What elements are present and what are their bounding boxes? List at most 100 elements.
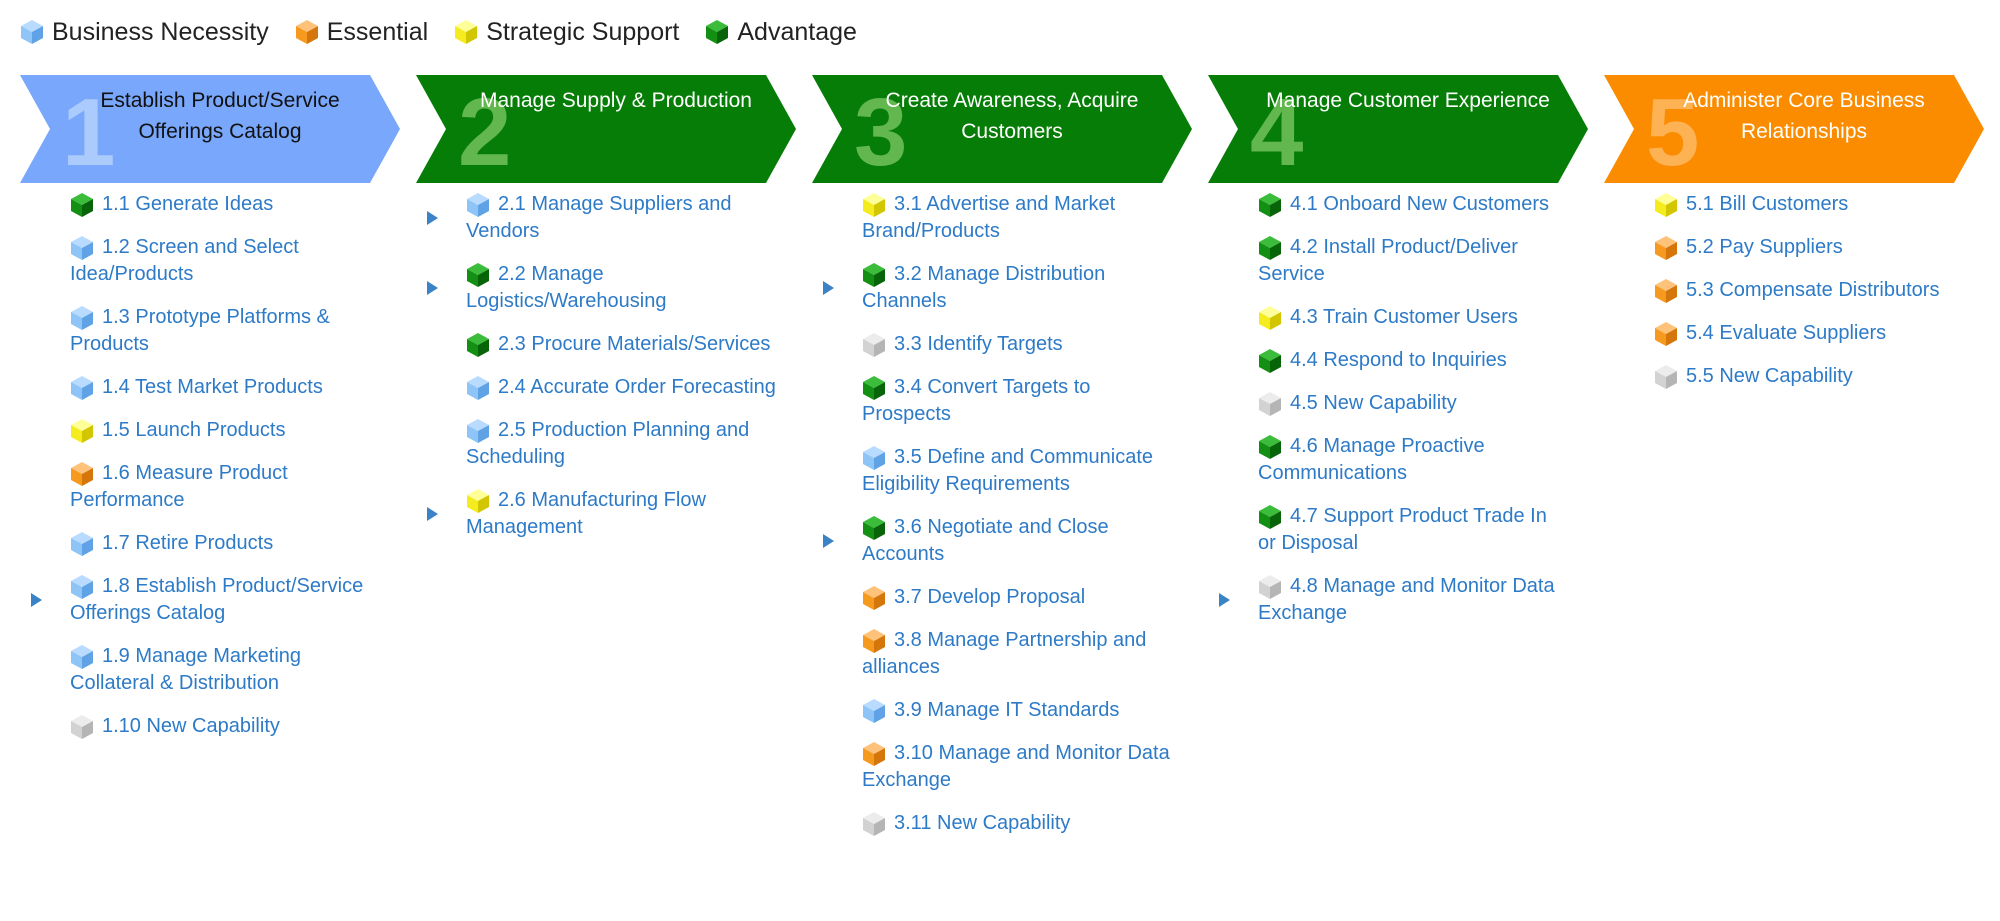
capability-item[interactable]: 1.9 Manage Marketing Collateral & Distri… [20,643,380,697]
chevron-shape [20,75,400,183]
capability-item[interactable]: 5.3 Compensate Distributors [1604,277,1964,304]
capability-label[interactable]: 1.6 Measure Product Performance [70,462,288,511]
capability-item[interactable]: 1.3 Prototype Platforms & Products [20,304,380,358]
capability-item[interactable]: 1.2 Screen and Select Idea/Products [20,234,380,288]
capability-label[interactable]: 5.4 Evaluate Suppliers [1686,322,1887,344]
capability-label[interactable]: 1.1 Generate Ideas [102,193,274,215]
column-number: 5 [1646,79,1700,186]
capability-label[interactable]: 3.6 Negotiate and Close Accounts [862,516,1109,565]
capability-item[interactable]: 4.7 Support Product Trade In or Disposal [1208,503,1568,557]
capability-list: 3.1 Advertise and Market Brand/Products 3… [812,191,1192,837]
capability-item[interactable]: 3.3 Identify Targets [812,331,1172,358]
gray-cube-icon [1258,574,1282,600]
green-cube-icon [705,19,729,45]
capability-item[interactable]: 3.1 Advertise and Market Brand/Products [812,191,1172,245]
capability-item[interactable]: 4.8 Manage and Monitor Data Exchange [1208,573,1568,627]
expand-arrow-icon[interactable] [427,211,438,225]
capability-label[interactable]: 4.1 Onboard New Customers [1290,193,1550,215]
capability-item[interactable]: 4.6 Manage Proactive Communications [1208,433,1568,487]
capability-item[interactable]: 4.2 Install Product/Deliver Service [1208,234,1568,288]
capability-label[interactable]: 5.2 Pay Suppliers [1686,236,1843,258]
capability-item[interactable]: 2.2 Manage Logistics/Warehousing [416,261,776,315]
capability-item[interactable]: 1.5 Launch Products [20,417,380,444]
capability-label[interactable]: 3.1 Advertise and Market Brand/Products [862,193,1116,242]
capability-label[interactable]: 4.8 Manage and Monitor Data Exchange [1258,575,1555,624]
capability-label[interactable]: 5.5 New Capability [1686,365,1853,387]
capability-label[interactable]: 2.6 Manufacturing Flow Management [466,489,706,538]
capability-item[interactable]: 1.8 Establish Product/Service Offerings … [20,573,380,627]
capability-item[interactable]: 5.5 New Capability [1604,363,1964,390]
capability-label[interactable]: 1.5 Launch Products [102,419,286,441]
capability-item[interactable]: 2.3 Procure Materials/Services [416,331,776,358]
capability-label[interactable]: 3.4 Convert Targets to Prospects [862,376,1091,425]
green-cube-icon [1258,434,1282,460]
capability-label[interactable]: 4.2 Install Product/Deliver Service [1258,236,1518,285]
capability-label[interactable]: 3.2 Manage Distribution Channels [862,263,1106,312]
capability-label[interactable]: 2.1 Manage Suppliers and Vendors [466,193,732,242]
capability-label[interactable]: 1.4 Test Market Products [102,376,323,398]
capability-label[interactable]: 3.7 Develop Proposal [894,586,1086,608]
capability-list: 4.1 Onboard New Customers 4.2 Install Pro… [1208,191,1588,627]
capability-item[interactable]: 3.4 Convert Targets to Prospects [812,374,1172,428]
capability-label[interactable]: 4.4 Respond to Inquiries [1290,349,1507,371]
expand-arrow-icon[interactable] [31,593,42,607]
expand-arrow-icon[interactable] [427,507,438,521]
orange-cube-icon [862,741,886,767]
capability-label[interactable]: 1.10 New Capability [102,715,280,737]
capability-item[interactable]: 5.2 Pay Suppliers [1604,234,1964,261]
capability-label[interactable]: 2.3 Procure Materials/Services [498,333,771,355]
expand-arrow-icon[interactable] [823,281,834,295]
capability-label[interactable]: 3.8 Manage Partnership and alliances [862,629,1147,678]
capability-label[interactable]: 2.4 Accurate Order Forecasting [498,376,776,398]
capability-label[interactable]: 5.3 Compensate Distributors [1686,279,1940,301]
capability-item[interactable]: 3.2 Manage Distribution Channels [812,261,1172,315]
capability-label[interactable]: 5.1 Bill Customers [1686,193,1849,215]
capability-item[interactable]: 1.6 Measure Product Performance [20,460,380,514]
capability-label[interactable]: 4.3 Train Customer Users [1290,306,1518,328]
capability-item[interactable]: 3.10 Manage and Monitor Data Exchange [812,740,1172,794]
capability-item[interactable]: 2.4 Accurate Order Forecasting [416,374,776,401]
capability-label[interactable]: 3.9 Manage IT Standards [894,699,1120,721]
capability-item[interactable]: 3.7 Develop Proposal [812,584,1172,611]
capability-label[interactable]: 1.9 Manage Marketing Collateral & Distri… [70,645,302,694]
capability-label[interactable]: 1.2 Screen and Select Idea/Products [70,236,299,285]
capability-label[interactable]: 1.7 Retire Products [102,532,274,554]
capability-item[interactable]: 3.9 Manage IT Standards [812,697,1172,724]
capability-label[interactable]: 2.5 Production Planning and Scheduling [466,419,750,468]
expand-arrow-icon[interactable] [1219,593,1230,607]
gray-cube-icon [1258,391,1282,417]
capability-label[interactable]: 2.2 Manage Logistics/Warehousing [466,263,667,312]
capability-label[interactable]: 3.10 Manage and Monitor Data Exchange [862,742,1170,791]
capability-item[interactable]: 5.1 Bill Customers [1604,191,1964,218]
expand-arrow-icon[interactable] [823,534,834,548]
capability-item[interactable]: 2.6 Manufacturing Flow Management [416,487,776,541]
gray-cube-icon [862,811,886,837]
capability-item[interactable]: 4.4 Respond to Inquiries [1208,347,1568,374]
capability-item[interactable]: 3.11 New Capability [812,810,1172,837]
capability-item[interactable]: 1.7 Retire Products [20,530,380,557]
capability-label[interactable]: 3.3 Identify Targets [894,333,1063,355]
capability-item[interactable]: 1.4 Test Market Products [20,374,380,401]
capability-label[interactable]: 4.5 New Capability [1290,392,1457,414]
capability-item[interactable]: 3.6 Negotiate and Close Accounts [812,514,1172,568]
yellow-cube-icon [862,192,886,218]
capability-item[interactable]: 4.1 Onboard New Customers [1208,191,1568,218]
capability-item[interactable]: 3.5 Define and Communicate Eligibility R… [812,444,1172,498]
capability-item[interactable]: 4.3 Train Customer Users [1208,304,1568,331]
column-number: 3 [854,79,908,186]
capability-item[interactable]: 1.10 New Capability [20,713,380,740]
capability-label[interactable]: 1.3 Prototype Platforms & Products [70,306,330,355]
capability-label[interactable]: 4.6 Manage Proactive Communications [1258,435,1485,484]
capability-label[interactable]: 3.5 Define and Communicate Eligibility R… [862,446,1154,495]
capability-item[interactable]: 1.1 Generate Ideas [20,191,380,218]
capability-label[interactable]: 3.11 New Capability [894,812,1071,834]
capability-label[interactable]: 4.7 Support Product Trade In or Disposal [1258,505,1547,554]
capability-item[interactable]: 2.5 Production Planning and Scheduling [416,417,776,471]
capability-item[interactable]: 4.5 New Capability [1208,390,1568,417]
capability-item[interactable]: 5.4 Evaluate Suppliers [1604,320,1964,347]
capability-item[interactable]: 3.8 Manage Partnership and alliances [812,627,1172,681]
capability-item[interactable]: 2.1 Manage Suppliers and Vendors [416,191,776,245]
expand-arrow-icon[interactable] [427,281,438,295]
capability-label[interactable]: 1.8 Establish Product/Service Offerings … [70,575,364,624]
